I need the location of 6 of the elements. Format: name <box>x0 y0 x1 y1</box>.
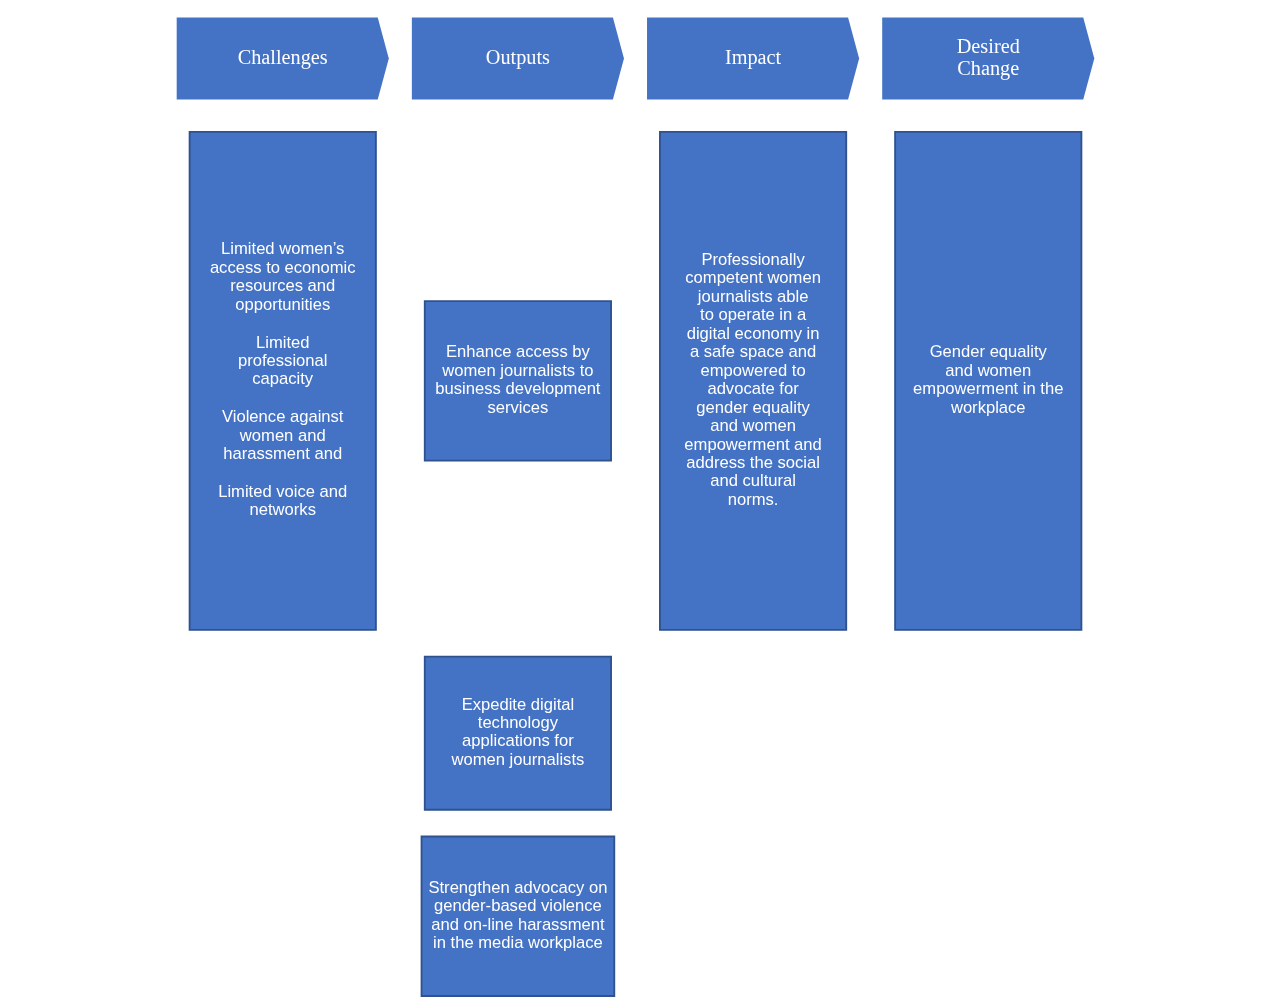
node-box: Expedite digital technology applications for women journalists <box>423 655 612 811</box>
node-box: Gender equality and women empowerment in the workplace <box>894 130 1083 631</box>
node-box: Professionally competent women journalists able to operate in a digital economy in a safe space and empowered to advocate for gender equality and women empowerment and address the social and cultural norms. <box>659 130 848 631</box>
node-box: Enhance access by women journalists to business development services <box>423 300 612 462</box>
node-box: Strengthen advocacy on gender-based violence and on-line harassment in the media workplace <box>420 835 616 997</box>
node-box: Limited women’s access to economic resources and opportunities Limited professional capacity Violence against women and harassment and Limited voice and networks <box>188 130 377 631</box>
